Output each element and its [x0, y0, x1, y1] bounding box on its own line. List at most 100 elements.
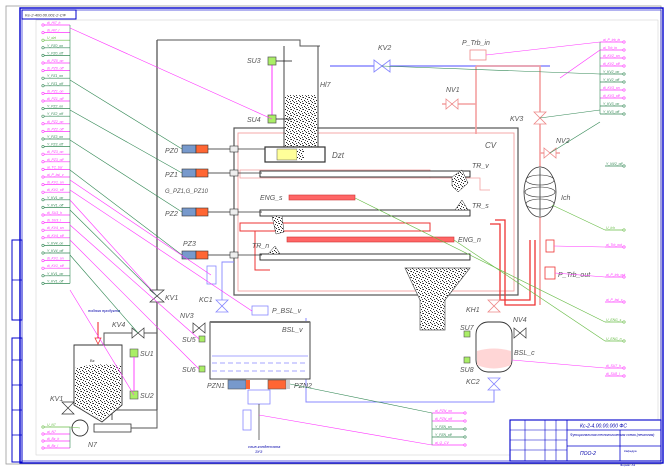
su2-label: SU2 [140, 393, 154, 400]
valve-kv1[interactable]: KV1 [50, 396, 75, 415]
signal-wire [553, 245, 606, 248]
signal-label: ai_P_trb_in [603, 38, 620, 42]
discharge-out-note: ЗУЗ [255, 449, 263, 454]
signal-label: di_PZ1_on [47, 89, 64, 93]
signal-terminal: di_KV3_on [600, 86, 626, 92]
terminal-icon [622, 48, 626, 52]
signal-wire [69, 27, 273, 120]
kv1-label: KV1 [50, 396, 63, 403]
terminal-icon [41, 432, 45, 436]
signal-wire [559, 49, 601, 79]
inner-frame [19, 7, 664, 464]
signal-label: Y_PZ1_off [47, 82, 64, 86]
stamp-code: Ke-2-400.00.001-2-СФ [25, 13, 67, 18]
valve-nv1[interactable]: NV1 [445, 87, 460, 110]
level-sensor-su1 [129, 348, 139, 358]
valve-kc2[interactable]: KC2 [466, 377, 501, 391]
terminal-icon [41, 53, 45, 57]
bsl-c-label: BSL_c [514, 350, 535, 357]
condensate-meter [242, 409, 252, 431]
su7-label: SU7 [460, 325, 475, 332]
signal-terminal: ai_Q_CV [432, 441, 467, 447]
signal-label: Y_KV1_on [47, 196, 63, 200]
terminal-icon [41, 205, 45, 209]
signal-wire [69, 179, 212, 276]
signal-wire [69, 224, 200, 340]
terminal-icon [41, 38, 45, 42]
terminal-icon [41, 183, 45, 187]
signal-terminal: di_KV1_on [41, 257, 70, 263]
signal-label: di_KV2_off [603, 62, 621, 66]
terminal-icon [622, 72, 626, 76]
signal-label: di_KV2_on [603, 54, 620, 58]
terminal-icon [41, 281, 45, 285]
terminal-icon [41, 425, 45, 429]
valve-nv3[interactable]: NV3 [180, 313, 206, 334]
signal-label: ai_P_trb_out [606, 273, 626, 277]
signal-terminal: U_N7 [41, 423, 70, 429]
signal-label: di_KV3_on [603, 86, 620, 90]
terminal-icon [41, 84, 45, 88]
signal-terminal: di_SU3_l [41, 219, 70, 225]
signal-label: ai_TC_bsl [47, 165, 63, 169]
terminal-icon [41, 167, 45, 171]
signal-wire [554, 272, 606, 278]
signal-label: Y_PZ3_off [47, 143, 64, 147]
kv1-upper-label: KV1 [165, 295, 178, 302]
terminal-icon [41, 190, 45, 194]
signal-label: di_PZ2_off [47, 127, 64, 131]
signal-label: di_Bz_h [47, 437, 59, 441]
signal-wire [549, 121, 601, 154]
signal-label: Y_PZ1_on [47, 74, 63, 78]
feed-product-note: подача продукта [88, 308, 121, 313]
valve-kh1[interactable]: KH1 [466, 299, 501, 314]
valve-kc1[interactable]: KC1 [199, 297, 229, 313]
emitter-eng-s: ENG_s [260, 194, 356, 202]
signal-wire [69, 289, 135, 396]
valve-kv4[interactable]: KV4 [112, 322, 145, 339]
signal-wire [69, 209, 158, 297]
signal-label: di_PZ0_off [47, 67, 64, 71]
outlet-cone [404, 267, 471, 331]
side-stamps [11, 239, 23, 463]
terminal-icon [622, 56, 626, 60]
signal-label: di_SU3_h [47, 211, 62, 215]
level-sensor-su3 [267, 56, 277, 66]
valve-kv3[interactable]: KV3 [510, 111, 547, 125]
tank-bsl-v: BSL_v [209, 321, 311, 380]
terminal-icon [41, 76, 45, 80]
organization: Кафедра [624, 449, 637, 453]
signal-label: di_Hl7_h [47, 21, 60, 25]
signal-terminal: di_PZ0_off [41, 67, 70, 73]
signal-terminal: di_KV4_on [41, 226, 70, 232]
signal-label: di_KV4_off [47, 234, 65, 238]
signal-wire [381, 65, 601, 75]
valve-nv2[interactable]: NV2 [543, 138, 570, 159]
signal-label: di_Bz_l [47, 444, 58, 448]
signal-terminal: Y_PZ2_on [41, 105, 70, 111]
sheet-name: ПОО-2 [580, 451, 596, 457]
terminal-icon [622, 88, 626, 92]
terminal-icon [41, 114, 45, 118]
dozer-label: Dzt [332, 151, 345, 160]
signal-wire [69, 199, 158, 297]
terminal-icon [41, 152, 45, 156]
signal-label: di_PZ3_off [47, 158, 64, 162]
valve-nv4[interactable]: NV4 [513, 317, 527, 339]
signal-label: di_KV1_off [47, 264, 65, 268]
valve-kv2[interactable]: KV2 [373, 45, 391, 73]
terminal-icon [41, 274, 45, 278]
eng-s-label: ENG_s [260, 195, 283, 202]
terminal-icon [41, 137, 45, 141]
signal-label: di_Hl7_l [47, 29, 59, 33]
signal-terminal: Y_KV1_on [41, 196, 70, 202]
signal-label: Y_PZ2_off [47, 112, 64, 116]
valve-kv1-upper[interactable]: KV1 [149, 289, 178, 303]
dozer: Dzt [264, 146, 345, 163]
tr-n-label: TR_n [252, 243, 269, 250]
su3-label: SU3 [247, 58, 261, 65]
tank-bsl-c: BSL_c [475, 321, 535, 373]
signal-label: Y_KV2_off [603, 78, 620, 82]
signal-terminal: ai_Trb_out [605, 243, 626, 249]
hopper-hl7: Hl7 [283, 46, 332, 150]
